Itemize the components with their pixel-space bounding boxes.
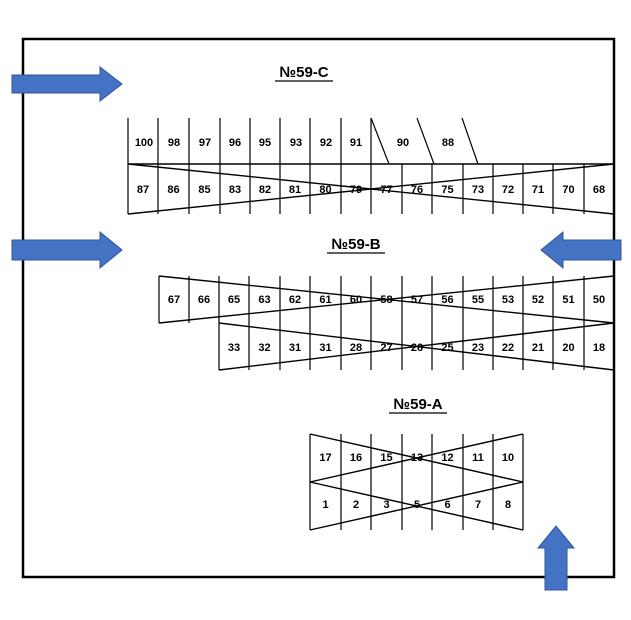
seat-number: 96 (229, 137, 241, 149)
seat-number: 25 (441, 342, 453, 354)
seat-number: 3 (383, 499, 389, 511)
seat-number: 56 (441, 294, 453, 306)
row-boundary-line (309, 433, 524, 483)
seat-number: 11 (472, 452, 484, 464)
seat-number: 2 (353, 499, 359, 511)
seat-number: 10 (502, 452, 514, 464)
seat-number: 95 (259, 137, 271, 149)
seat-number: 82 (259, 184, 271, 196)
seat-number: 80 (319, 184, 331, 196)
seat-number: 81 (289, 184, 301, 196)
seat-number: 26 (411, 342, 423, 354)
seat-number: 91 (350, 137, 362, 149)
seat-number: 8 (505, 499, 511, 511)
seat-number: 86 (167, 184, 179, 196)
seat-number: 88 (442, 137, 454, 149)
seat-number: 52 (532, 294, 544, 306)
seat-number: 1 (322, 499, 328, 511)
section-label-59c: №59-C (279, 64, 328, 81)
seat-divider-slanted (370, 117, 390, 165)
arrow-right-middle-icon (11, 230, 123, 270)
seat-number: 51 (562, 294, 574, 306)
seat-number: 72 (502, 184, 514, 196)
seat-number: 98 (168, 137, 180, 149)
row-59c-upper: 100 98 97 96 95 93 92 91 90 88 (127, 117, 479, 165)
seat-number: 67 (168, 294, 180, 306)
seat-number: 13 (411, 452, 423, 464)
row-boundary-line (158, 275, 615, 324)
seat-number: 6 (444, 499, 450, 511)
seat-number: 61 (319, 294, 331, 306)
seat-number: 100 (135, 137, 153, 149)
seat-divider-slanted (416, 117, 435, 165)
seat-number: 70 (562, 184, 574, 196)
seat-number: 66 (198, 294, 210, 306)
row-boundary-line (218, 322, 615, 371)
section-label-59a: №59-A (393, 396, 442, 413)
seat-number: 22 (502, 342, 514, 354)
seat-number: 92 (320, 137, 332, 149)
seat-number: 18 (593, 342, 605, 354)
arrow-up-bottom-icon (536, 525, 576, 591)
seat-number: 87 (137, 184, 149, 196)
seat-number: 31 (289, 342, 301, 354)
seat-number: 32 (258, 342, 270, 354)
seat-divider-slanted (461, 117, 479, 165)
row-59c-lower: 87 86 85 83 82 81 80 79 77 76 75 73 72 71 70 68 (127, 163, 615, 215)
seat-number: 55 (472, 294, 484, 306)
seat-number: 7 (475, 499, 481, 511)
seat-number: 76 (411, 184, 423, 196)
seat-number: 68 (593, 184, 605, 196)
entrance-arrows (11, 65, 622, 591)
row-boundary-line (127, 163, 615, 215)
seat-number: 65 (228, 294, 240, 306)
seat-number: 58 (380, 294, 392, 306)
seat-number: 83 (229, 184, 241, 196)
row-boundary-line (309, 481, 524, 531)
seat-number: 17 (319, 452, 331, 464)
seat-number: 27 (380, 342, 392, 354)
seat-number: 28 (350, 342, 362, 354)
seat-number: 77 (380, 184, 392, 196)
arrow-left-middle-icon (540, 230, 622, 270)
seat-number: 5 (414, 499, 420, 511)
seat-number: 90 (397, 137, 409, 149)
seat-number: 20 (562, 342, 574, 354)
seat-number: 53 (502, 294, 514, 306)
seat-number: 97 (199, 137, 211, 149)
seat-number: 73 (472, 184, 484, 196)
seat-number: 50 (593, 294, 605, 306)
seat-number: 79 (350, 184, 362, 196)
seat-number: 71 (532, 184, 544, 196)
row-59b-lower: 33 32 31 31 28 27 26 25 23 22 21 20 18 (218, 322, 615, 371)
row-59a-lower: 1 2 3 5 6 7 8 (309, 481, 524, 531)
seat-number: 63 (258, 294, 270, 306)
seat-number: 57 (411, 294, 423, 306)
seat-number: 31 (319, 342, 331, 354)
seat-number: 15 (380, 452, 392, 464)
seat-number: 23 (472, 342, 484, 354)
seat-number: 93 (290, 137, 302, 149)
row-59b-upper: 67 66 65 63 62 61 60 58 57 56 55 53 52 51 50 (158, 275, 615, 324)
section-label-59b: №59-B (331, 236, 380, 253)
seat-number: 85 (198, 184, 210, 196)
arrow-right-top-icon (11, 65, 123, 103)
seat-number: 21 (532, 342, 544, 354)
row-59a-upper: 17 16 15 13 12 11 10 (309, 433, 524, 483)
seat-number: 33 (228, 342, 240, 354)
seat-number: 75 (441, 184, 453, 196)
seat-number: 60 (350, 294, 362, 306)
seat-number: 62 (289, 294, 301, 306)
seat-number: 16 (350, 452, 362, 464)
room-border (21, 37, 616, 579)
seat-number: 12 (441, 452, 453, 464)
